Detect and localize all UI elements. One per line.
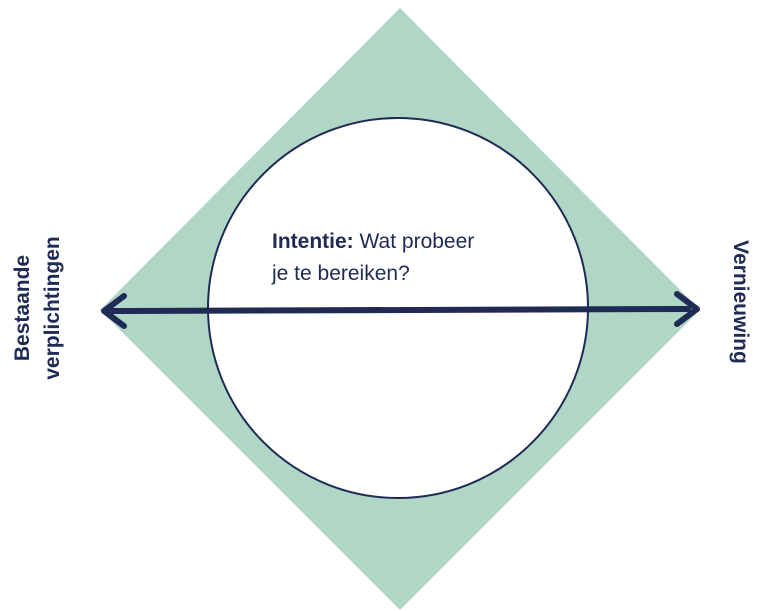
arrow-head-right-icon [674, 291, 700, 327]
left-label-line1: Bestaande [11, 254, 34, 362]
intent-text-line2: je te bereiken? [272, 262, 410, 285]
intent-question-line1: Intentie: Wat probeer [272, 226, 572, 258]
intent-text-line1: Wat probeer [359, 230, 475, 253]
intent-question: Intentie: Wat probeer je te bereiken? [272, 226, 572, 290]
arrow-head-left-icon [101, 293, 127, 329]
arrow-shaft [109, 306, 691, 314]
right-label-text: Vernieuwing [729, 240, 752, 364]
left-axis-label: Bestaande verplichtingen [8, 223, 68, 393]
intent-bold-label: Intentie: [272, 230, 354, 253]
left-label-line2: verplichtingen [41, 236, 64, 380]
left-axis-label-text: Bestaande verplichtingen [8, 208, 68, 408]
right-axis-label: Vernieuwing [722, 230, 758, 380]
